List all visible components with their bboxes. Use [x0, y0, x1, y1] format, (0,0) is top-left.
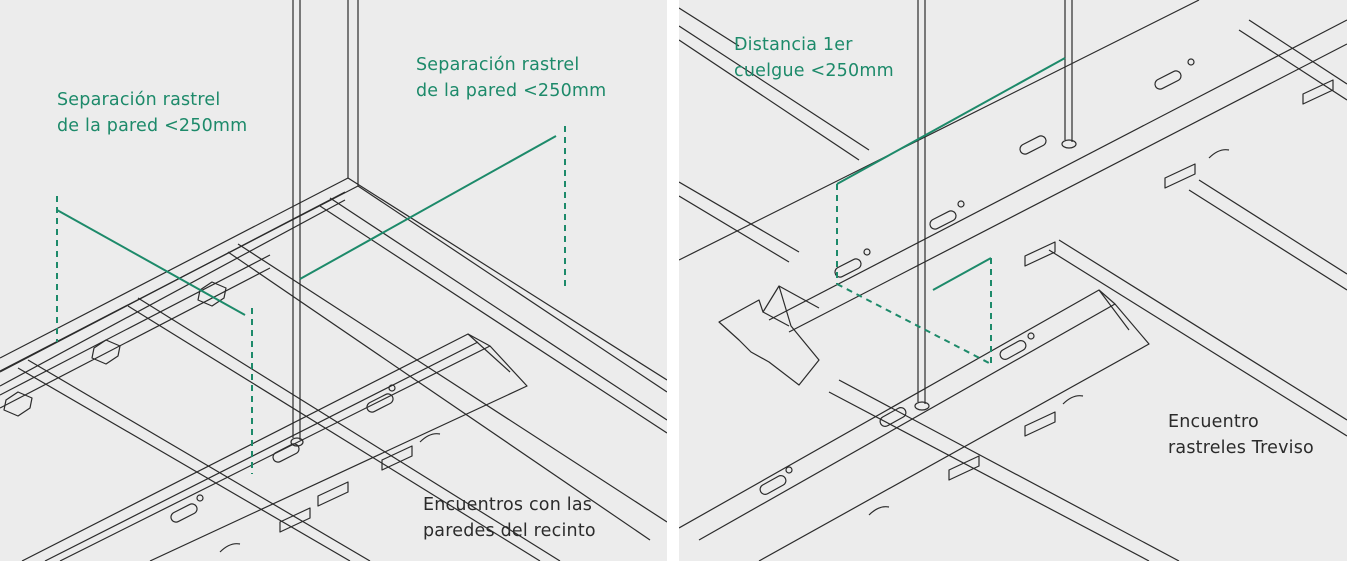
- caption-line2: rastreles Treviso: [1168, 438, 1314, 458]
- lower-carrier-rail: [679, 289, 1150, 561]
- rail-junction-drawing: [679, 0, 1347, 561]
- caption-line1: Encuentro: [1168, 412, 1259, 432]
- caption-line1: Encuentros con las: [423, 495, 593, 515]
- dimension-label-right-line1: Separación rastrel: [416, 55, 580, 75]
- dimension-label-right: Separación rastrel de la pared <250mm: [416, 52, 606, 104]
- dimension-marks: [836, 57, 1066, 365]
- dimension-label-right-line2: de la pared <250mm: [416, 81, 607, 101]
- dimension-label-left-line2: de la pared <250mm: [57, 116, 248, 136]
- caption-rail-junction: Encuentro rastreles Treviso: [1168, 409, 1314, 461]
- caption-line2: paredes del recinto: [423, 521, 596, 541]
- dimension-label-distance-line1: Distancia 1er: [734, 35, 853, 55]
- treviso-cross-piece: [718, 285, 820, 386]
- dimension-label-left-line1: Separación rastrel: [57, 90, 221, 110]
- wall-clips: [3, 281, 227, 417]
- ceiling-profiles: [17, 197, 667, 561]
- dimension-label-left: Separación rastrel de la pared <250mm: [57, 87, 247, 139]
- diagram-panel-wall-junction: Separación rastrel de la pared <250mm Se…: [0, 0, 667, 561]
- ceiling-profiles: [679, 7, 1347, 561]
- dimension-marks: [56, 126, 566, 474]
- wall-junction-drawing: [0, 0, 667, 561]
- upper-carrier-rail: [679, 0, 1347, 333]
- dimension-label-distance-line2: cuelgue <250mm: [734, 61, 894, 81]
- dimension-label-distance: Distancia 1er cuelgue <250mm: [734, 32, 894, 84]
- diagram-panel-rail-junction: Distancia 1er cuelgue <250mm Encuentro r…: [679, 0, 1347, 561]
- hanger-rod: [290, 0, 304, 447]
- caption-wall-junction: Encuentros con las paredes del recinto: [423, 492, 596, 544]
- main-carrier-rail: [21, 333, 528, 561]
- hanger-rods: [914, 0, 1077, 411]
